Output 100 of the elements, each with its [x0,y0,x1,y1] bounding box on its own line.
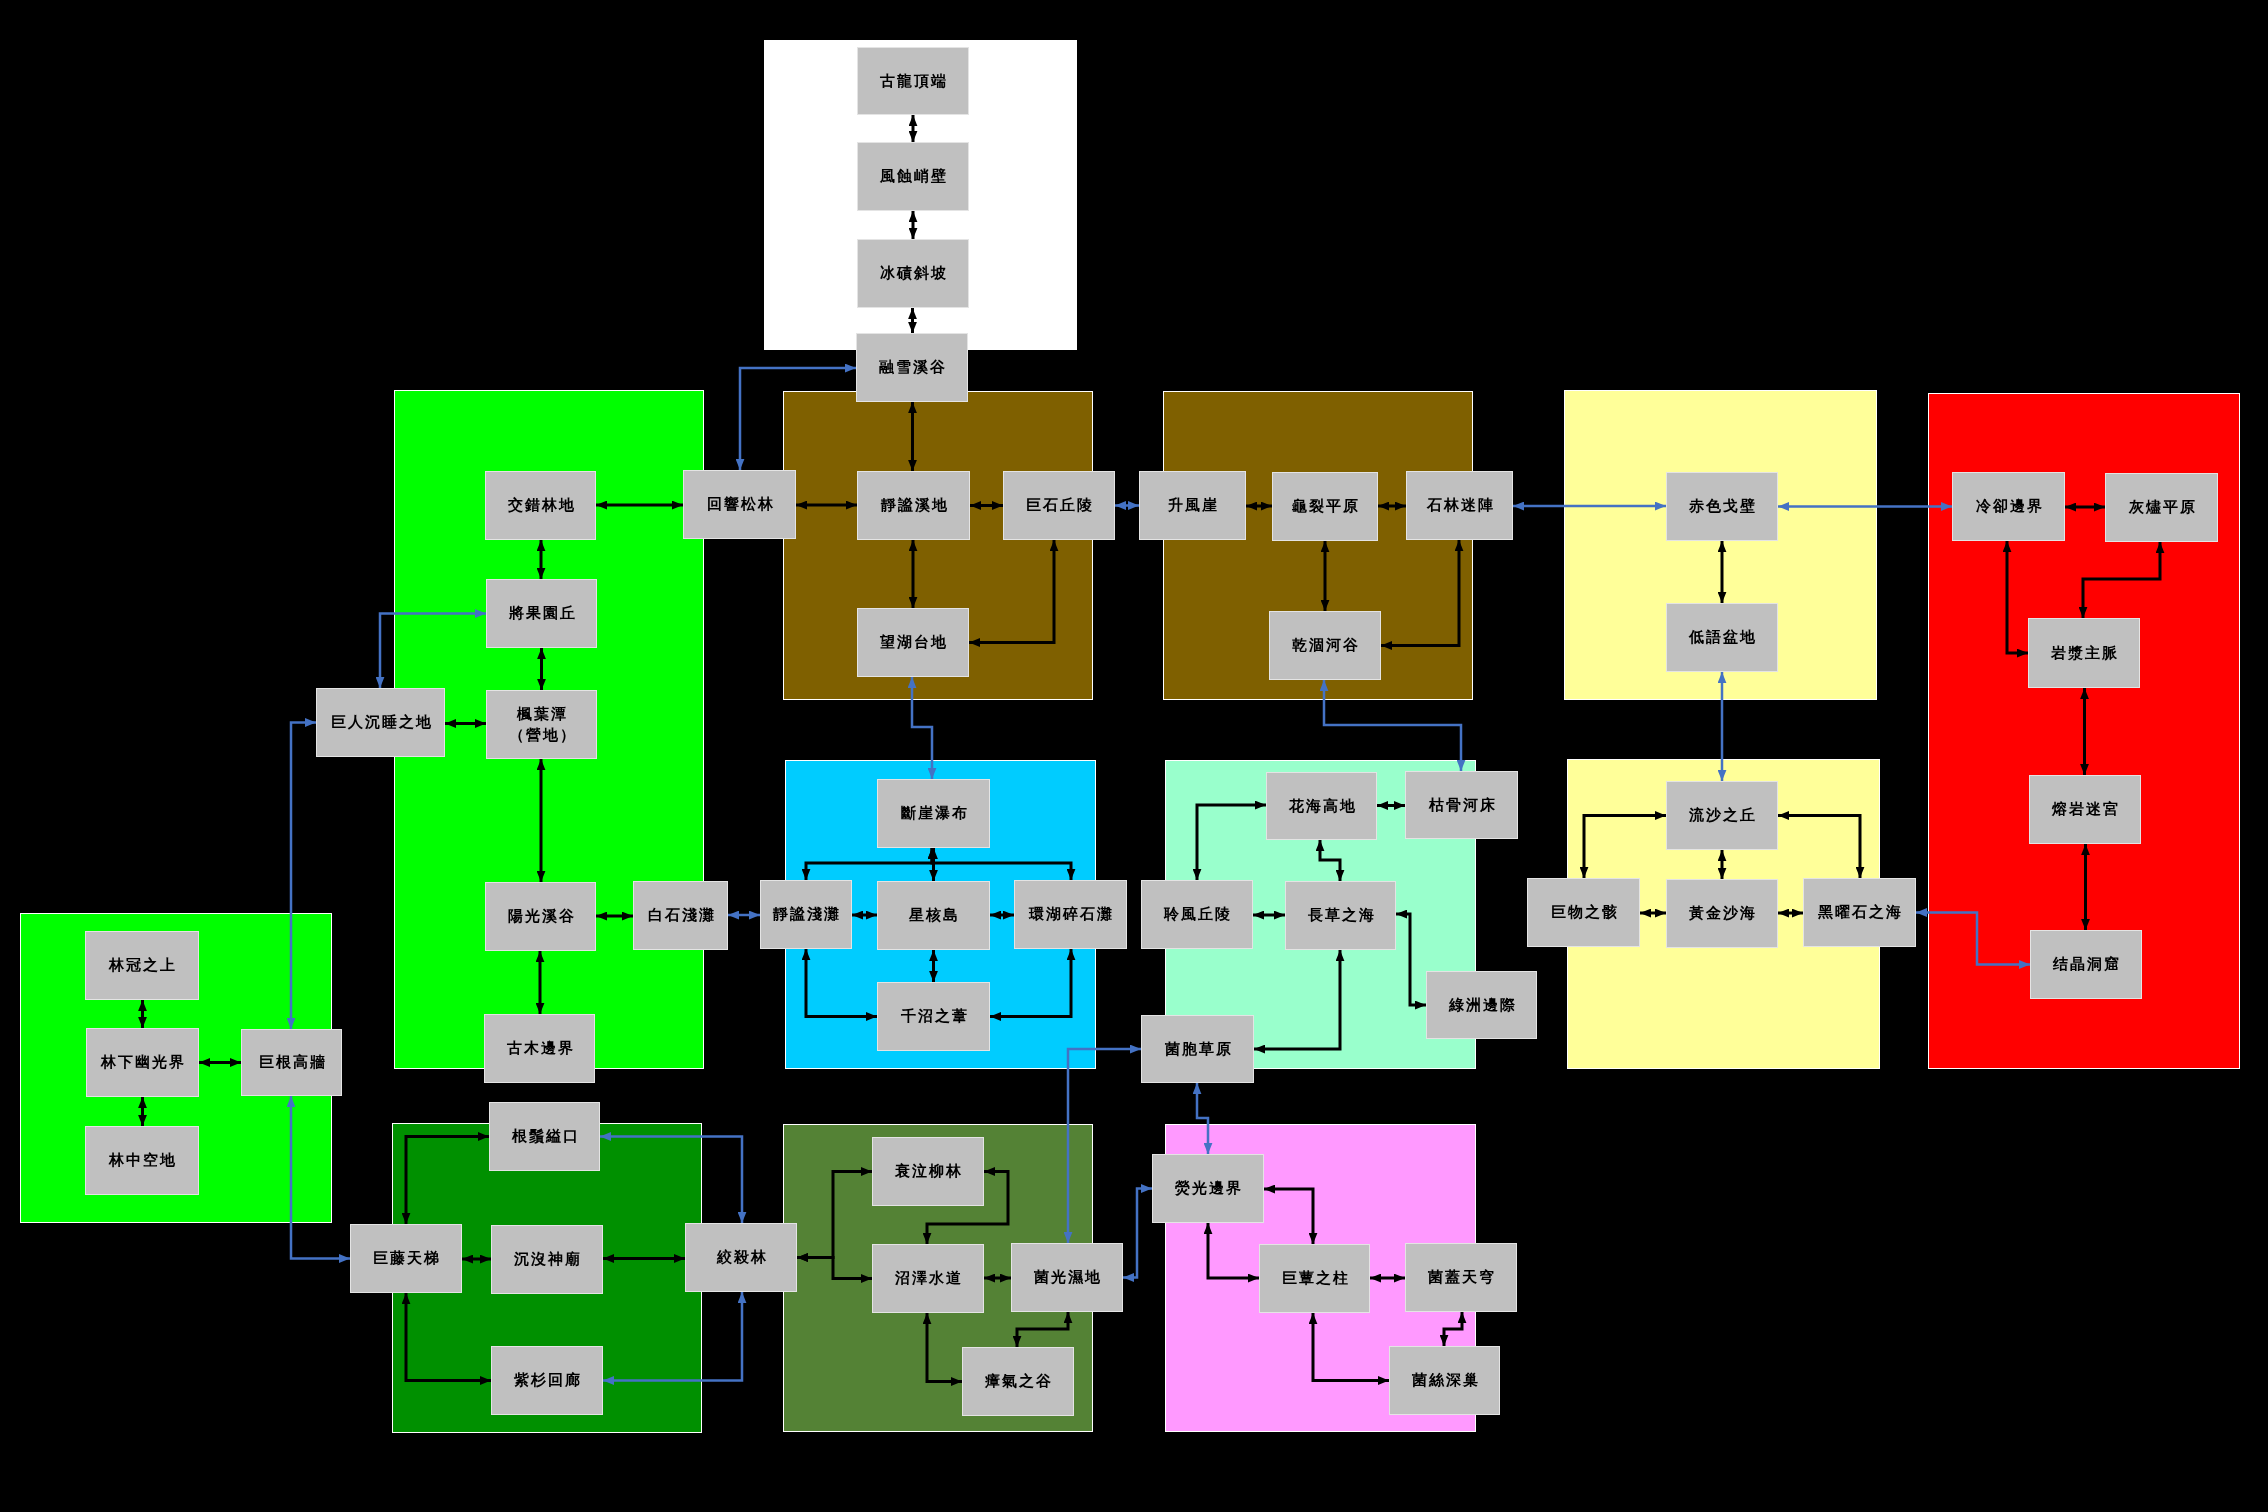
double-arrow [2081,844,2090,930]
place-name: 巨根高牆 [257,1052,327,1073]
double-arrow [908,402,917,471]
place-box [485,882,596,951]
double-arrow [1012,1312,1073,1347]
place-box [1666,781,1778,850]
place-name: 熔岩迷宮 [2051,799,2120,820]
place-name: 熒光邊界 [1174,1178,1243,1199]
double-arrow [1308,1313,1389,1385]
double-arrow [2002,541,2028,658]
place-name: 沉沒神廟 [513,1249,582,1270]
double-arrow [2065,502,2105,512]
place-name: 環湖碎石灘 [1027,904,1114,925]
double-arrow [1315,840,1345,881]
double-arrow [1778,908,1803,918]
double-arrow [1123,1184,1152,1282]
place-box [877,779,990,848]
place-box [1389,1346,1500,1415]
double-arrow [1439,1312,1467,1346]
double-arrow [536,540,546,579]
place-name: 菌蓋天穹 [1427,1267,1496,1288]
region-panel [1928,393,2240,1069]
place-box [1405,771,1518,839]
place-box [962,1347,1074,1416]
place-box [491,1225,603,1294]
place-box [872,1137,984,1206]
place-name: 菌胞草原 [1163,1038,1233,1060]
place-name: 冷卻邊界 [1974,496,2044,517]
place-name: 交錯林地 [506,495,576,516]
place-box [1666,472,1778,541]
place-box [486,690,597,759]
place-box [2105,473,2218,542]
place-box [877,982,990,1051]
double-arrow [596,911,633,921]
double-arrow [1513,501,1666,511]
place-name: 絞殺林 [715,1247,768,1268]
double-arrow [1192,1083,1213,1154]
place-box [685,1223,797,1292]
place-name: 靜謐淺灘 [771,904,841,925]
double-arrow [1254,950,1345,1054]
place-name: 林冠之上 [107,955,177,976]
double-arrow [929,950,938,982]
place-box [1139,471,1246,540]
place-box [241,1029,342,1096]
place-box [85,1126,199,1195]
place-name: 望湖台地 [879,632,948,653]
double-arrow [603,1254,685,1263]
double-arrow [138,1000,147,1028]
place-box [877,881,990,950]
place-box [1141,1015,1254,1083]
double-arrow [401,1132,489,1224]
double-arrow [908,308,917,333]
place-box [1952,472,2065,541]
double-arrow [1579,811,1666,878]
region-panel [20,913,332,1223]
place-name: 菌絲深巢 [1410,1370,1480,1391]
place-box [1426,971,1537,1039]
double-arrow [929,848,938,881]
place-name: 巨蕈之柱 [1280,1268,1350,1289]
place-box [1141,880,1253,949]
region-panel [764,40,1077,350]
place-name: 衰泣柳林 [894,1161,963,1182]
place-name: 赤色戈壁 [1688,496,1757,517]
double-arrow [375,609,486,688]
double-arrow [908,115,918,142]
place-box [857,142,969,211]
place-box [485,471,596,540]
place-box [1003,471,1115,540]
place-name: 陽光溪谷 [506,906,576,927]
place-name: 流沙之丘 [1688,805,1757,826]
double-arrow [1778,811,1865,878]
place-box [857,239,969,308]
double-arrow [1063,1044,1141,1243]
double-arrow [286,1096,350,1263]
place-name: 瘴氣之谷 [984,1371,1053,1392]
place-name: 岩漿主脈 [2050,642,2119,664]
place-name: 白石淺灘 [646,905,716,926]
place-name: 回響松林 [705,494,775,515]
region-panel [1564,390,1877,700]
place-name: 低語盆地 [1687,627,1757,648]
double-arrow [735,363,856,470]
double-arrow [1717,541,1727,603]
double-arrow [401,1293,491,1385]
place-name: 花海高地 [1287,795,1357,817]
double-arrow [922,1167,1010,1244]
double-arrow [1717,850,1727,879]
double-arrow [1319,680,1466,771]
double-arrow [1320,541,1330,611]
double-arrow [1377,801,1405,810]
place-box [1405,1243,1517,1312]
place-name: 黑曜石之海 [1817,902,1903,923]
place-name: 長草之海 [1306,905,1376,926]
place-box [1666,603,1778,672]
double-arrow [1253,910,1285,920]
place-box [857,47,969,115]
double-arrow [445,719,486,728]
place-name: 綠洲邊際 [1447,994,1517,1016]
place-name: 根鬚縊口 [510,1126,580,1147]
double-arrow [922,1313,962,1386]
place-name: 靜謐溪地 [879,495,949,516]
